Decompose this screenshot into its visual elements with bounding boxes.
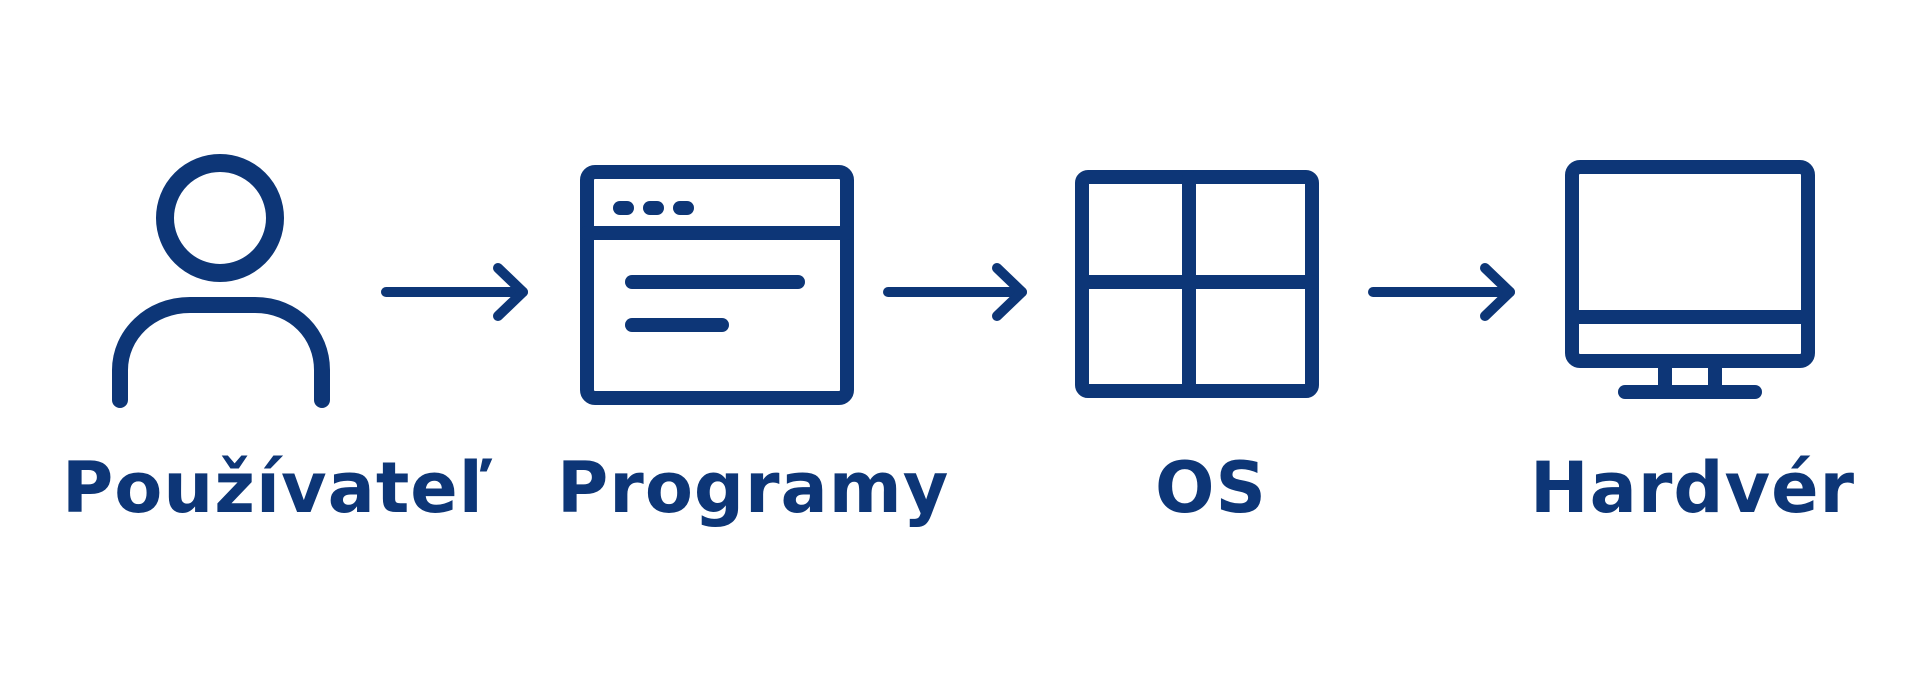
node-label-programs: Programy: [557, 447, 950, 529]
node-label-os: OS: [1155, 447, 1267, 529]
node-label-hardware: Hardvér: [1530, 447, 1856, 529]
monitor-icon: [1565, 160, 1815, 399]
user-icon: [112, 154, 330, 408]
arrow-programs-to-os: [883, 263, 1027, 321]
windows-grid-icon: [1075, 170, 1319, 398]
arrow-user-to-programs: [381, 263, 528, 321]
arrow-os-to-hardware: [1368, 263, 1515, 321]
node-label-user: Používateľ: [62, 447, 494, 529]
app-window-icon: [580, 165, 854, 405]
